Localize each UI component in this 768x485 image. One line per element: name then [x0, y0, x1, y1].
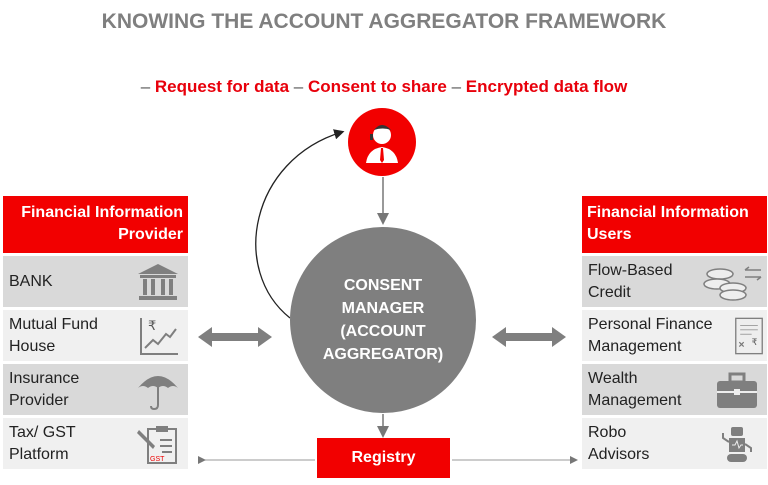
left-double-arrow	[198, 327, 272, 347]
coins-icon	[703, 266, 762, 301]
user-icon	[348, 108, 416, 176]
subtitle: – Request for data – Consent to share – …	[140, 77, 628, 96]
curved-arrow	[255, 129, 345, 319]
briefcase-icon	[717, 372, 757, 408]
step-request: Request for data	[154, 77, 290, 96]
umbrella-icon	[138, 376, 178, 410]
svg-text:₹: ₹	[752, 337, 758, 347]
bank-icon	[138, 264, 178, 300]
robot-icon	[722, 427, 752, 462]
page-title: KNOWING THE ACCOUNT AGGREGATOR FRAMEWORK	[101, 10, 667, 33]
registry: Registry	[317, 438, 450, 478]
svg-text:₹: ₹	[148, 318, 156, 333]
rupee-chart-icon: ₹	[140, 318, 178, 355]
svg-text:GST: GST	[150, 456, 165, 463]
right-double-arrow	[492, 327, 566, 347]
step-consent: Consent to share	[307, 77, 447, 96]
bill-icon: ₹	[735, 317, 763, 355]
step-encrypted: Encrypted data flow	[465, 77, 628, 96]
gst-clipboard-icon: GST	[137, 426, 177, 464]
provider-bank: BANK	[3, 256, 188, 307]
